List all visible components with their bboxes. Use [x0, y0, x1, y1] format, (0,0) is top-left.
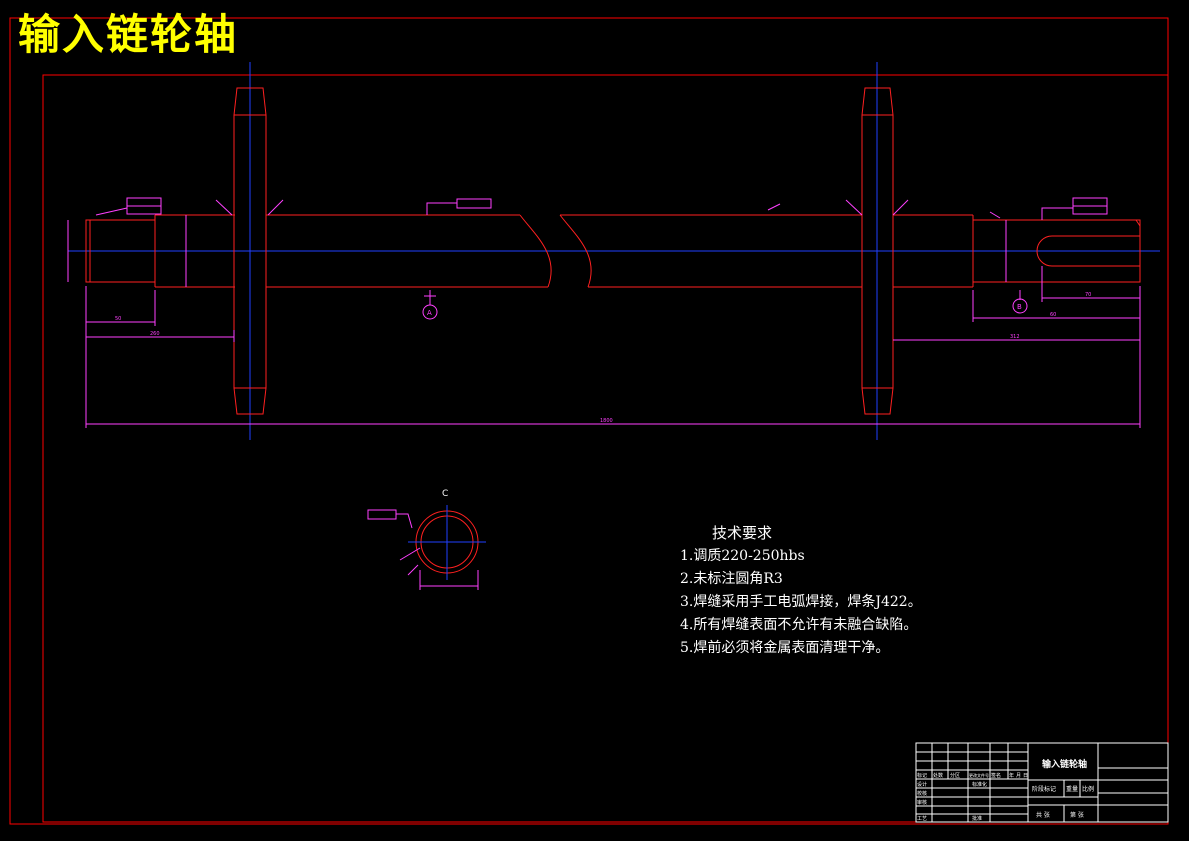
- datum-a-label: A: [427, 309, 432, 317]
- svg-text:60: 60: [1050, 312, 1056, 318]
- tb-label-process: 工艺: [917, 816, 927, 822]
- title-block-text: 输入链轮轴 标记 设计 校核 审核 工艺 处数 分区 更改文件号 签名 年 月 …: [917, 758, 1094, 822]
- tb-header-day: 日: [1023, 773, 1028, 779]
- tb-header-sign: 签名: [991, 772, 1001, 779]
- drawing-title: 输入链轮轴: [18, 10, 239, 59]
- tb-scale: 比例: [1082, 785, 1094, 793]
- title-block: [915, 742, 1169, 823]
- outer-frame: [9, 17, 1169, 825]
- svg-text:312: 312: [1010, 334, 1020, 340]
- section-c-label: C: [442, 489, 448, 499]
- tb-stage-mark: 阶段标记: [1032, 785, 1056, 793]
- dimensions: [67, 197, 1141, 428]
- datum-b-label: B: [1017, 303, 1022, 311]
- tb-header-year: 年: [1009, 772, 1014, 779]
- svg-text:1800: 1800: [600, 418, 613, 424]
- svg-text:70: 70: [1085, 292, 1091, 298]
- requirement-item: 1.调质220-250hbs: [680, 548, 805, 564]
- shaft-outline: [85, 87, 1141, 415]
- requirement-item: 2.未标注圆角R3: [680, 571, 783, 587]
- tb-header-count: 处数: [933, 772, 943, 779]
- technical-requirements: 技术要求 1.调质220-250hbs 2.未标注圆角R3 3.焊缝采用手工电弧…: [680, 522, 922, 660]
- tb-part-name: 输入链轮轴: [1042, 758, 1087, 770]
- tb-label-design: 设计: [917, 781, 927, 788]
- inner-frame: [42, 74, 1169, 823]
- tb-label-review: 审核: [917, 799, 927, 806]
- requirement-item: 5.焊前必须将金属表面清理干净。: [680, 640, 890, 656]
- requirement-item: 4.所有焊缝表面不允许有未融合缺陷。: [680, 617, 918, 633]
- svg-text:260: 260: [150, 331, 160, 337]
- requirement-item: 3.焊缝采用手工电弧焊接，焊条J422。: [680, 594, 922, 610]
- tb-approve: 批准: [972, 815, 982, 822]
- tb-label-mark: 标记: [917, 772, 927, 779]
- svg-text:50: 50: [115, 316, 121, 322]
- tb-label-check: 校核: [917, 790, 927, 797]
- tb-header-month: 月: [1016, 773, 1021, 779]
- tb-header-change: 更改文件号: [969, 772, 989, 778]
- section-c-view: [367, 505, 486, 590]
- tb-sheets-total: 共 张: [1036, 811, 1050, 819]
- requirements-heading: 技术要求: [712, 524, 773, 542]
- tb-weight: 重量: [1066, 785, 1078, 793]
- tb-standardization: 标准化: [972, 781, 987, 788]
- dimension-labels: 1800 260 50 312 60 70: [115, 292, 1091, 424]
- tb-sheet-no: 第 张: [1070, 811, 1084, 819]
- tb-header-zone: 分区: [950, 772, 960, 779]
